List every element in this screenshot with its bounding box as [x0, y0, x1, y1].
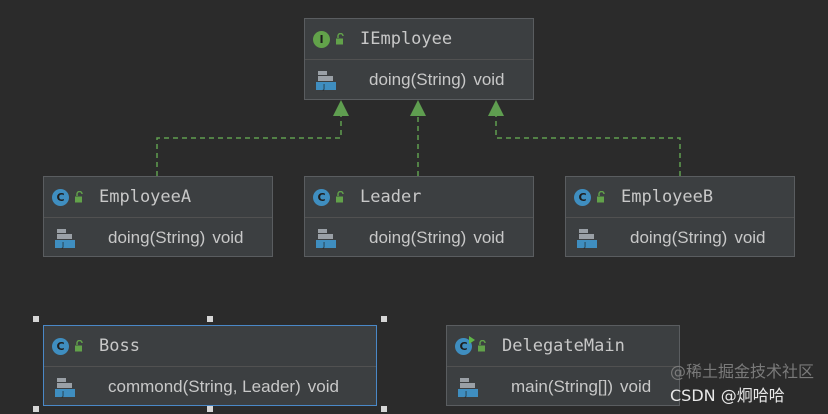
employeea-method-row[interactable]: J doing(String)void: [44, 218, 272, 258]
svg-text:J: J: [464, 390, 467, 398]
delegatemain-name: DelegateMain: [502, 336, 625, 356]
unlocked-icon: [75, 340, 83, 352]
resize-handle-top-left[interactable]: [33, 316, 39, 322]
employeeb-node[interactable]: C EmployeeB J doing(String)void: [565, 176, 795, 257]
method-icon: J: [458, 378, 478, 398]
resize-handle-top-right[interactable]: [381, 316, 387, 322]
leader-method-row[interactable]: J doing(String)void: [305, 218, 533, 258]
boss-name: Boss: [99, 336, 140, 356]
watermark: @稀土掘金技术社区 CSDN @炯哈哈: [670, 358, 814, 406]
svg-text:J: J: [61, 390, 64, 398]
method-icon: J: [316, 71, 336, 91]
leader-node[interactable]: C Leader J doing(String)void: [304, 176, 534, 257]
iemployee-node[interactable]: I IEmployee J doing(String)void: [304, 18, 534, 100]
resize-handle-top-middle[interactable]: [207, 316, 213, 322]
delegatemain-header: C DelegateMain: [447, 326, 679, 367]
svg-text:J: J: [583, 241, 586, 249]
employeeb-method-row[interactable]: J doing(String)void: [566, 218, 794, 258]
iemployee-name: IEmployee: [360, 29, 453, 49]
iemployee-header: I IEmployee: [305, 19, 533, 60]
unlocked-icon: [336, 33, 344, 45]
svg-text:J: J: [322, 241, 325, 249]
edge-employeeb-to-iemployee[interactable]: [495, 114, 681, 176]
leader-method: doing(String)void: [369, 228, 505, 247]
employeeb-name: EmployeeB: [621, 187, 714, 207]
interface-icon: I: [313, 30, 330, 48]
unlocked-icon: [336, 191, 344, 203]
resize-handle-bottom-middle[interactable]: [207, 406, 213, 412]
svg-text:J: J: [322, 83, 325, 91]
unlocked-icon: [75, 191, 83, 203]
class-icon: C: [52, 337, 69, 355]
watermark-text: CSDN @炯哈哈: [669, 386, 785, 405]
employeea-header: C EmployeeA: [44, 177, 272, 218]
boss-header: C Boss: [44, 326, 376, 367]
class-icon: C: [313, 188, 330, 206]
boss-method-row[interactable]: J commond(String, Leader)void: [44, 367, 376, 407]
arrowhead-employeeb: [488, 100, 504, 116]
delegatemain-method-row[interactable]: J main(String[])void: [447, 367, 679, 407]
employeea-node[interactable]: C EmployeeA J doing(String)void: [43, 176, 273, 257]
resize-handle-bottom-right[interactable]: [381, 406, 387, 412]
leader-header: C Leader: [305, 177, 533, 218]
runnable-class-icon: C: [455, 335, 475, 355]
iemployee-method-row[interactable]: J doing(String)void: [305, 60, 533, 100]
employeea-name: EmployeeA: [99, 187, 192, 207]
method-icon: J: [316, 229, 336, 249]
arrowhead-leader: [410, 100, 426, 116]
delegatemain-node[interactable]: C DelegateMain J main(String[])void: [446, 325, 680, 406]
class-icon: C: [52, 188, 69, 206]
arrowhead-employeea: [333, 100, 349, 116]
unlocked-icon: [597, 191, 605, 203]
employeea-method: doing(String)void: [108, 228, 244, 247]
leader-name: Leader: [360, 187, 422, 207]
employeeb-method: doing(String)void: [630, 228, 766, 247]
boss-method: commond(String, Leader)void: [108, 377, 339, 396]
method-icon: J: [577, 229, 597, 249]
watermark-faint: @稀土掘金技术社区: [669, 362, 814, 381]
svg-text:J: J: [61, 241, 64, 249]
class-icon: C: [574, 188, 591, 206]
boss-node[interactable]: C Boss J commond(String, Leader)void: [43, 325, 377, 406]
run-icon: [469, 335, 475, 344]
edge-employeea-to-iemployee[interactable]: [156, 114, 342, 176]
method-icon: J: [55, 229, 75, 249]
unlocked-icon: [478, 340, 486, 352]
resize-handle-bottom-left[interactable]: [33, 406, 39, 412]
employeeb-header: C EmployeeB: [566, 177, 794, 218]
method-icon: J: [55, 378, 75, 398]
delegatemain-method: main(String[])void: [511, 377, 652, 396]
iemployee-method: doing(String)void: [369, 70, 505, 89]
